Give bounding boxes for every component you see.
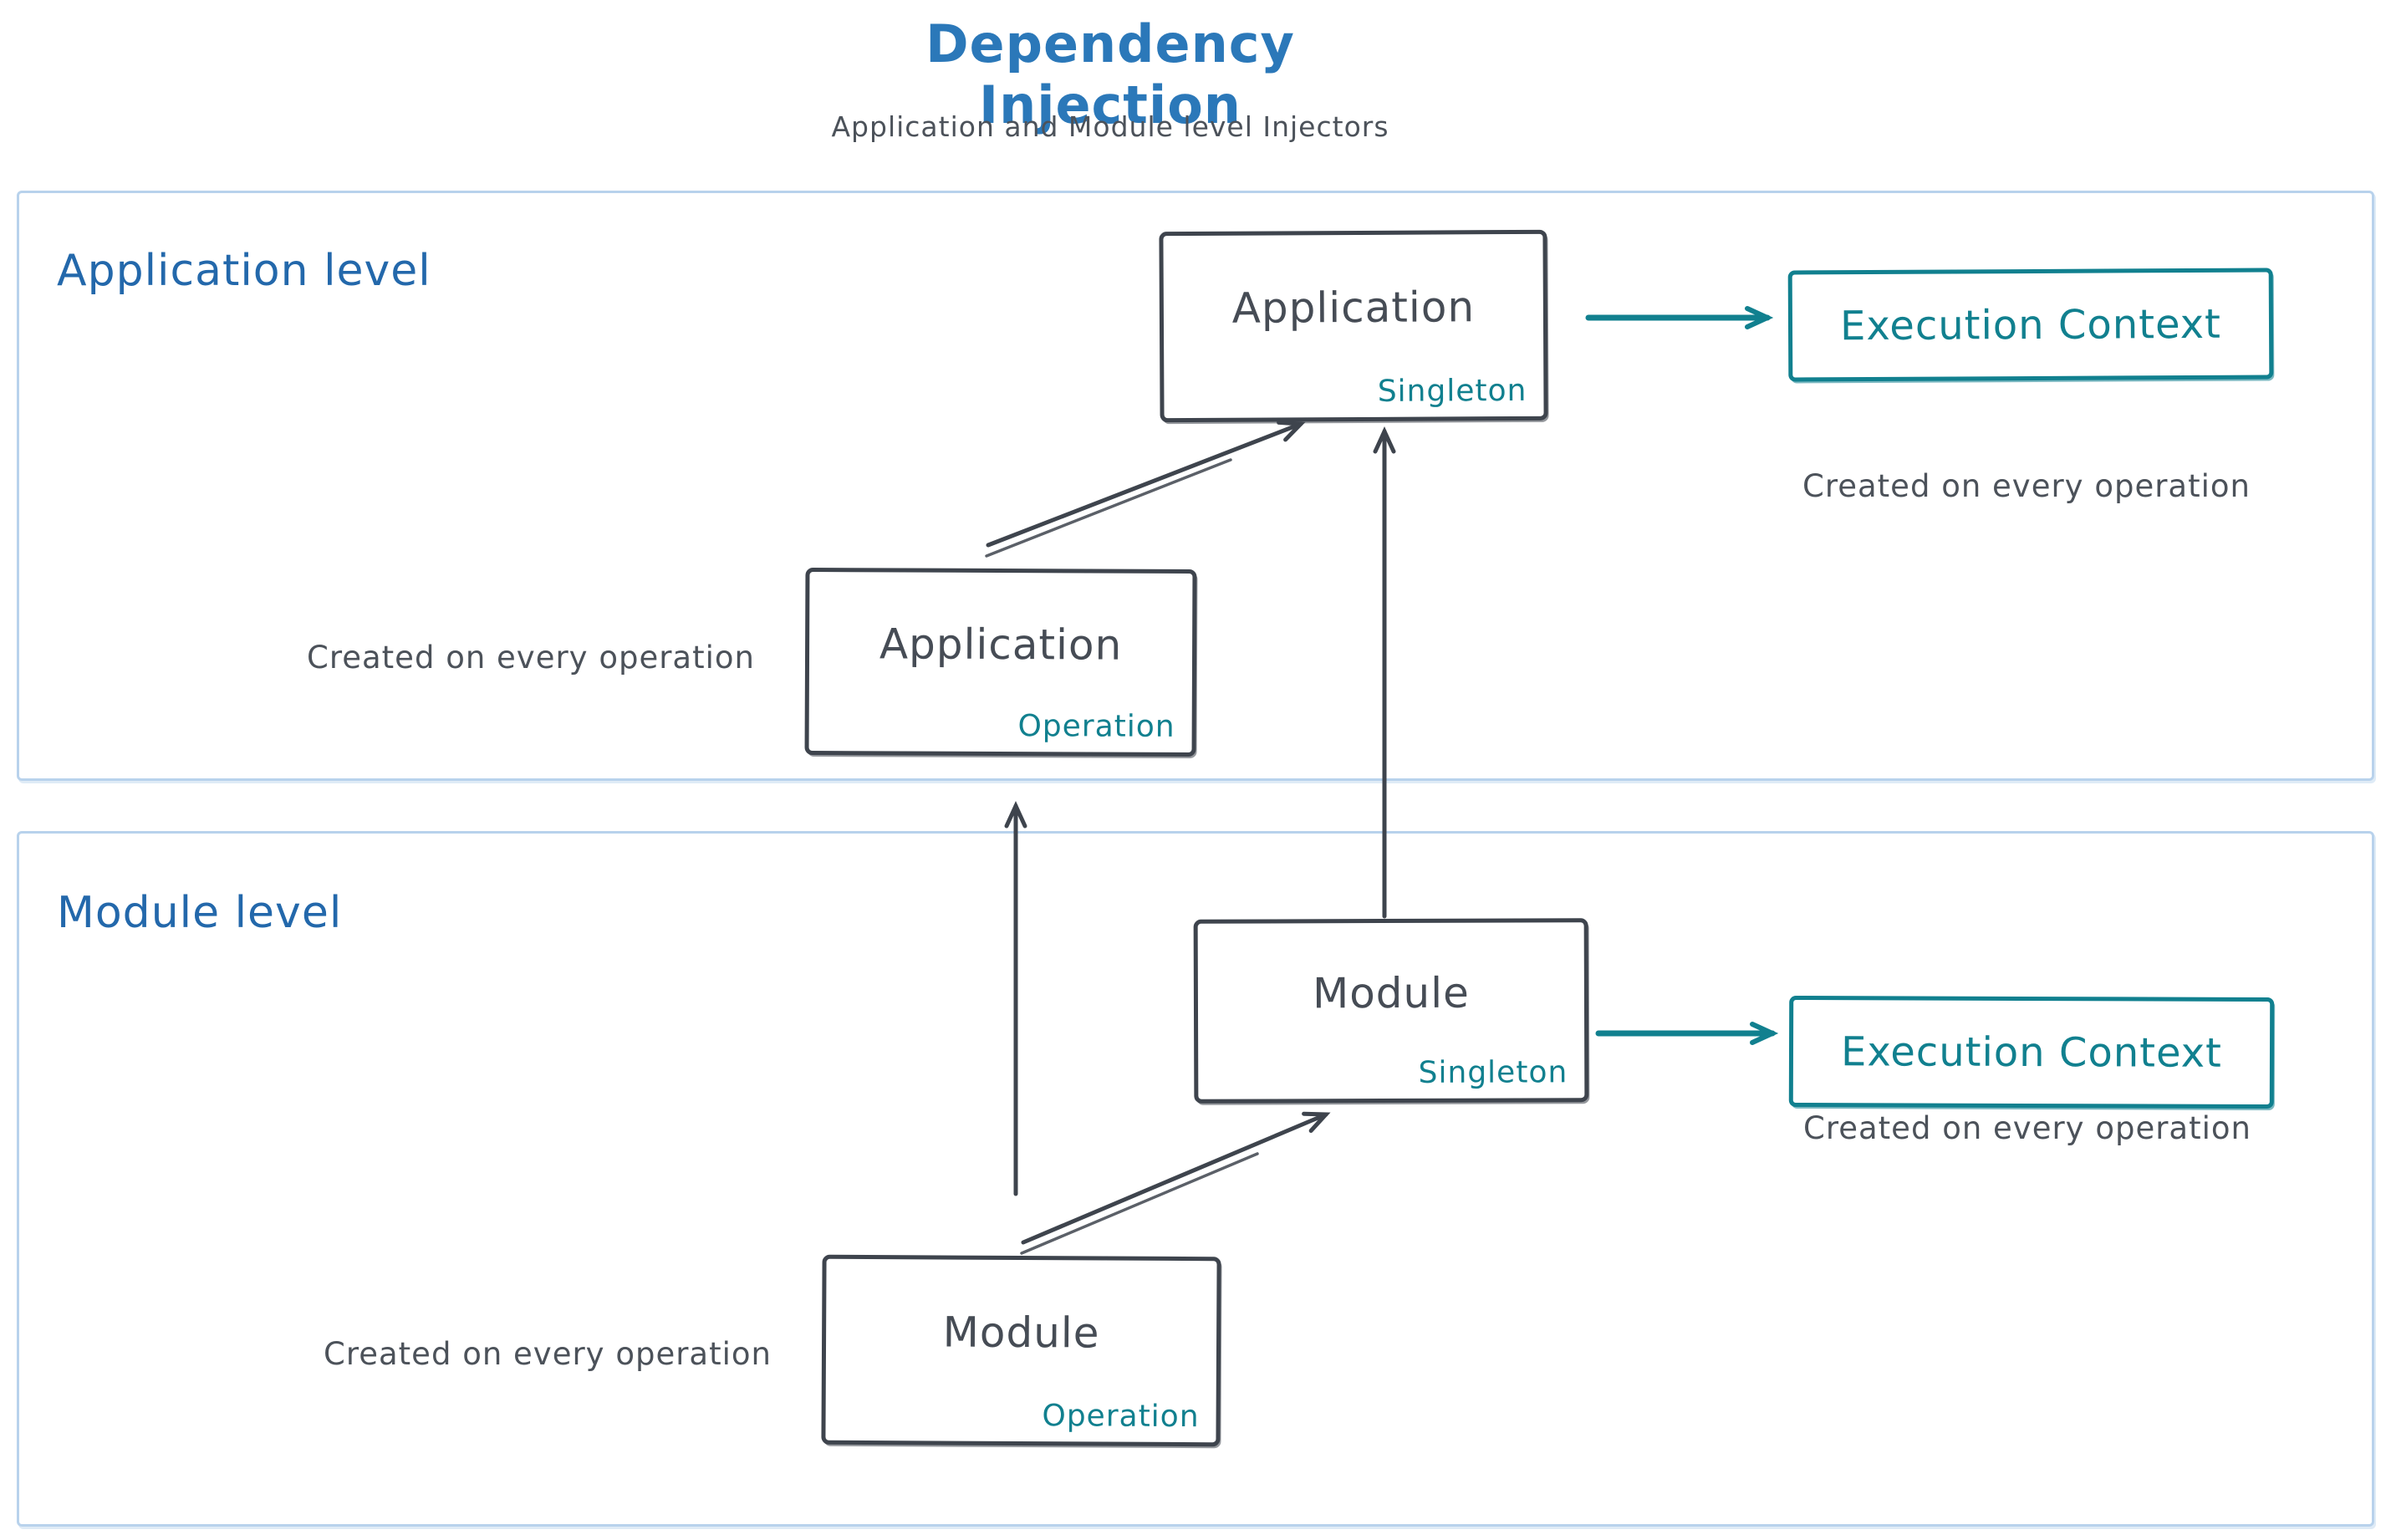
application-execution-context-box: Execution Context xyxy=(1787,268,2274,382)
application-operation-title: Application xyxy=(879,619,1123,670)
diagram-title: Dependency Injection xyxy=(925,13,1295,135)
application-singleton-title: Application xyxy=(1231,283,1476,333)
application-execution-context-label: Execution Context xyxy=(1839,300,2222,349)
module-execution-context-caption: Created on every operation xyxy=(1803,1110,2251,1146)
module-singleton-title: Module xyxy=(1312,968,1470,1018)
module-operation-tag: Operation xyxy=(1042,1399,1200,1435)
module-level-label: Module level xyxy=(57,888,343,938)
application-singleton-tag: Singleton xyxy=(1377,373,1527,409)
application-level-container xyxy=(17,191,2374,781)
application-level-label: Application level xyxy=(57,246,431,296)
application-singleton-box: Application Singleton xyxy=(1159,229,1548,423)
diagram-subtitle: Application and Module level Injectors xyxy=(831,110,1389,143)
module-operation-box: Module Operation xyxy=(821,1254,1221,1447)
application-operation-caption: Created on every operation xyxy=(307,640,755,676)
application-operation-tag: Operation xyxy=(1017,709,1175,744)
application-execution-context-caption: Created on every operation xyxy=(1802,468,2251,504)
module-level-container xyxy=(17,831,2374,1527)
module-operation-title: Module xyxy=(942,1308,1100,1358)
module-singleton-tag: Singleton xyxy=(1418,1055,1568,1090)
module-execution-context-label: Execution Context xyxy=(1840,1028,2223,1077)
module-singleton-box: Module Singleton xyxy=(1193,918,1589,1104)
module-operation-caption: Created on every operation xyxy=(324,1336,772,1372)
application-operation-box: Application Operation xyxy=(804,567,1197,757)
module-execution-context-box: Execution Context xyxy=(1788,995,2275,1109)
